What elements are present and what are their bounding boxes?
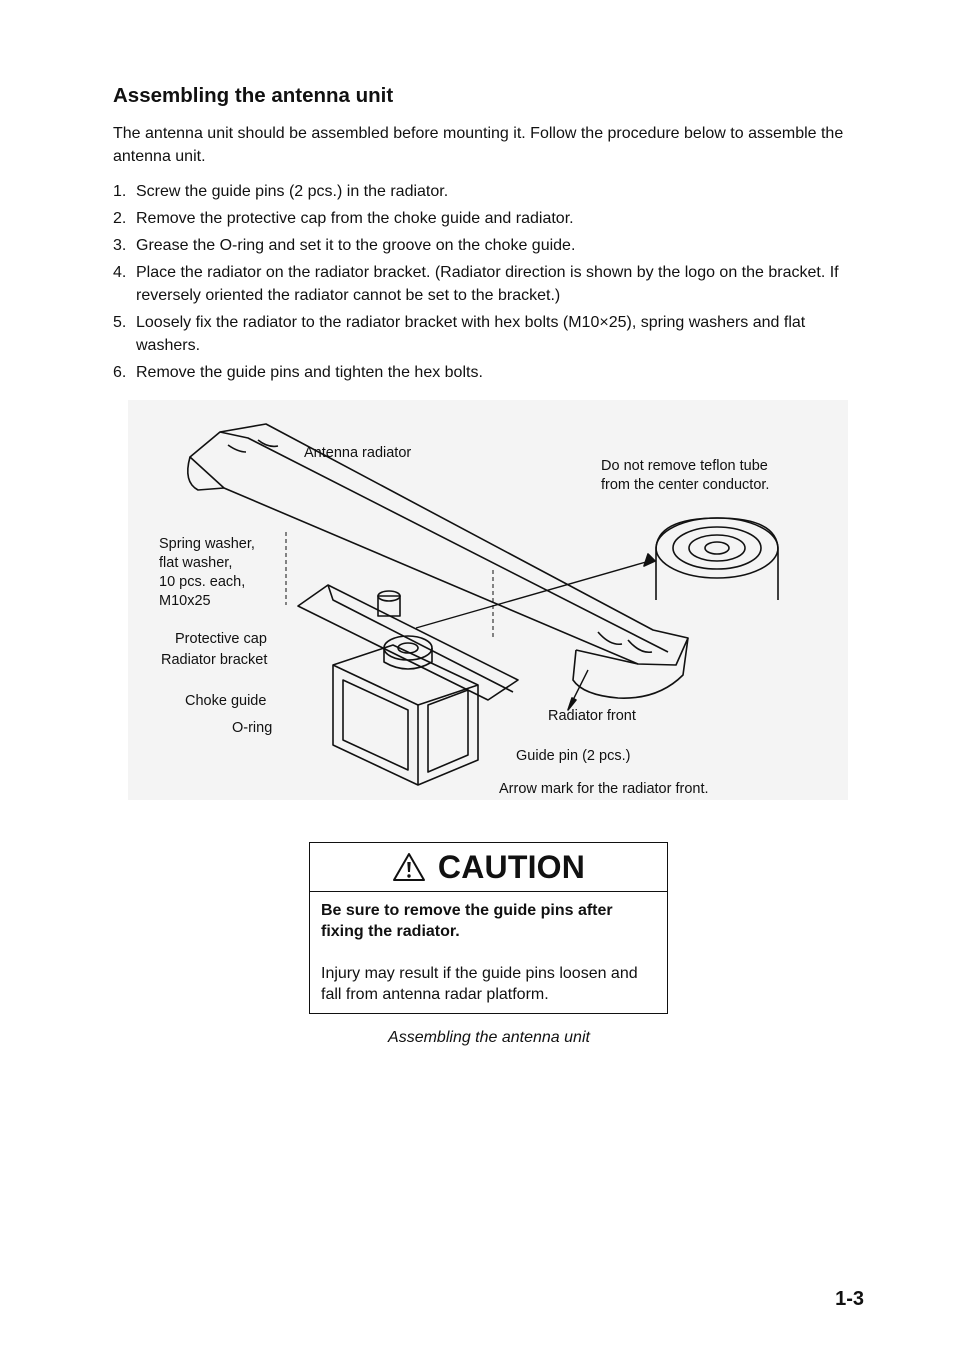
label-spring-washer-1: Spring washer, xyxy=(159,536,255,552)
step-number: 2. xyxy=(113,210,127,227)
caution-body-text: Injury may result if the guide pins loos… xyxy=(321,965,638,1003)
step-text: Place the radiator on the radiator brack… xyxy=(136,264,839,304)
label-antenna-radiator: Antenna radiator xyxy=(304,445,412,461)
step-text: Loosely fix the radiator to the radiator… xyxy=(136,314,806,354)
caution-bold-text: Be sure to remove the guide pins after f… xyxy=(321,902,613,940)
figure-caption: Assembling the antenna unit xyxy=(388,1029,590,1046)
caution-body: Be sure to remove the guide pins after f… xyxy=(310,892,667,1005)
caution-box: CAUTION Be sure to remove the guide pins… xyxy=(309,842,668,1014)
label-choke-guide: Choke guide xyxy=(185,693,267,709)
antenna-assembly-drawing xyxy=(128,400,848,800)
step-text: Grease the O-ring and set it to the groo… xyxy=(136,237,576,254)
caution-title: CAUTION xyxy=(437,848,586,885)
section-heading: Assembling the antenna unit xyxy=(113,84,394,107)
step-text: Remove the protective cap from the choke… xyxy=(136,210,574,227)
radiator-bracket-shape xyxy=(297,584,519,701)
step-text: Remove the guide pins and tighten the he… xyxy=(136,364,483,381)
procedure-step: 5. Loosely fix the radiator to the radiat… xyxy=(113,311,873,357)
label-teflon-line-2: from the center conductor. xyxy=(601,477,770,493)
step-number: 1. xyxy=(113,183,127,200)
procedure-step: 2. Remove the protective cap from the cho… xyxy=(113,207,873,230)
label-teflon-line-1: Do not remove teflon tube xyxy=(601,458,768,474)
label-protective-cap: Protective cap xyxy=(175,631,267,647)
procedure-step: 3. Grease the O-ring and set it to the gr… xyxy=(113,234,873,257)
step-number: 5. xyxy=(113,314,127,331)
label-spring-washer-2: flat washer, xyxy=(159,555,233,571)
warning-triangle-icon xyxy=(392,853,425,881)
procedure-list: 1. Screw the guide pins (2 pcs.) in the r… xyxy=(113,180,873,388)
label-spring-washer-4: M10x25 xyxy=(159,593,211,609)
step-text: Screw the guide pins (2 pcs.) in the rad… xyxy=(136,183,449,200)
step-number: 3. xyxy=(113,237,127,254)
procedure-step: 4. Place the radiator on the radiator bra… xyxy=(113,261,873,307)
step-number: 4. xyxy=(113,264,127,281)
label-o-ring: O-ring xyxy=(232,720,273,736)
caution-header: CAUTION xyxy=(310,843,667,892)
label-spring-washer-3: 10 pcs. each, xyxy=(159,574,246,590)
label-arrow-mark: Arrow mark for the radiator front. xyxy=(499,781,709,797)
label-radiator-bracket: Radiator bracket xyxy=(161,652,268,668)
procedure-step: 6. Remove the guide pins and tighten the … xyxy=(113,361,873,384)
assembly-figure: Antenna radiator Do not remove teflon tu… xyxy=(128,400,848,800)
housing-shape xyxy=(332,644,479,786)
label-guide-pin: Guide pin (2 pcs.) xyxy=(516,748,631,764)
label-radiator-front: Radiator front xyxy=(548,708,636,724)
procedure-step: 1. Screw the guide pins (2 pcs.) in the r… xyxy=(113,180,873,203)
page-number: 1-3 xyxy=(835,1288,864,1310)
intro-paragraph: The antenna unit should be assembled bef… xyxy=(113,125,844,165)
step-number: 6. xyxy=(113,364,127,381)
